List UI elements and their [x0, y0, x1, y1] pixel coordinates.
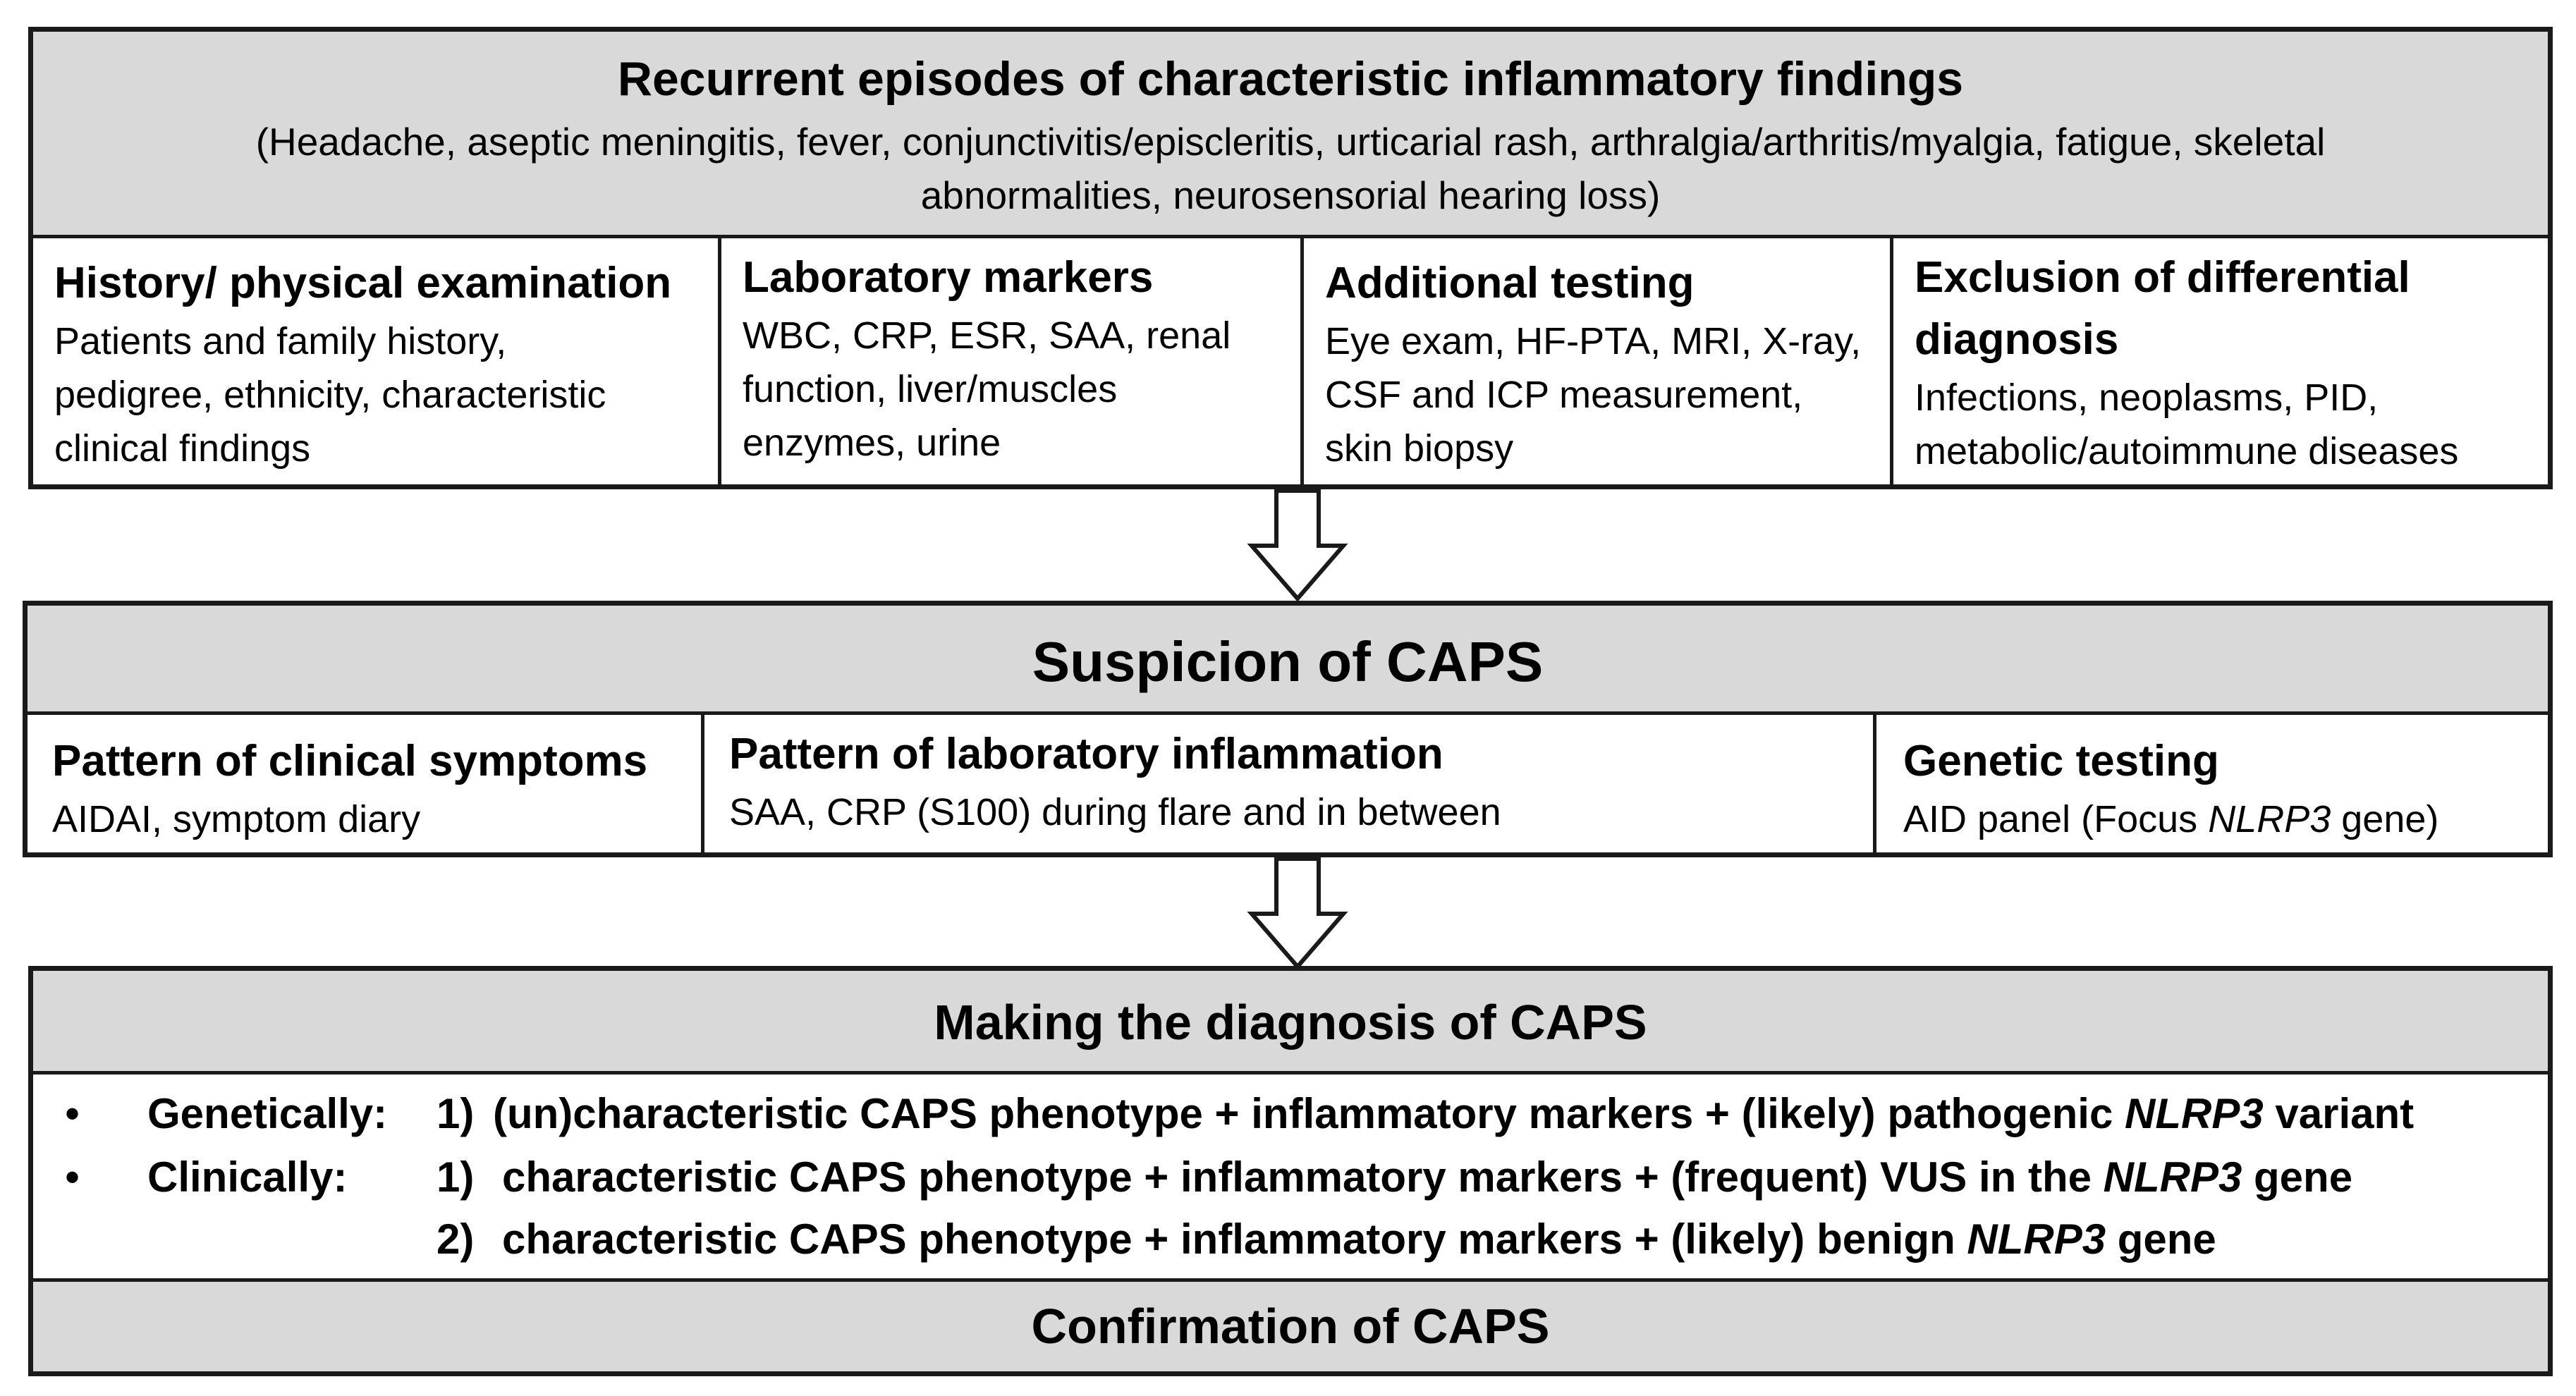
diagnosis-row-genetic: • Genetically: 1) (un)characteristic CAP…	[33, 1084, 2548, 1144]
suspicion-col-divider-2	[1873, 715, 1876, 852]
down-arrow-icon	[1247, 489, 1348, 602]
confirmation-title: Confirmation of CAPS	[1031, 1299, 1550, 1354]
suspicion-header: Suspicion of CAPS	[28, 606, 2548, 711]
clinical-criterion-2-text: characteristic CAPS phenotype + inflamma…	[502, 1216, 2216, 1263]
findings-box: Recurrent episodes of characteristic inf…	[28, 27, 2553, 489]
diagnosis-row-clinical-1: • Clinically: 1) characteristic CAPS phe…	[33, 1147, 2548, 1208]
additional-testing-title: Additional testing	[1325, 259, 1695, 307]
lab-pattern-cell: Pattern of laboratory inflammation SAA, …	[704, 715, 1873, 852]
nlrp3-gene-name: NLRP3	[2103, 1153, 2242, 1201]
diagnosis-header: Making the diagnosis of CAPS	[33, 971, 2548, 1071]
clinical-pattern-cell: Pattern of clinical symptoms AIDAI, symp…	[28, 715, 701, 852]
additional-testing-line-1: Eye exam, HF-PTA, MRI, X-ray,	[1325, 320, 1862, 362]
history-cell: History/ physical examination Patients a…	[33, 238, 718, 484]
nlrp3-gene-name: NLRP3	[1967, 1216, 2106, 1263]
exclusion-line-1: Infections, neoplasms, PID,	[1915, 376, 2379, 419]
history-line-2: pedigree, ethnicity, characteristic	[54, 374, 606, 416]
findings-col-divider-1	[718, 238, 721, 484]
clinical-pattern-title: Pattern of clinical symptoms	[52, 737, 648, 785]
suspicion-box: Suspicion of CAPS Pattern of clinical sy…	[23, 601, 2553, 857]
genetic-testing-text: AID panel (Focus NLRP3 gene)	[1903, 798, 2439, 840]
confirmation-divider	[33, 1278, 2548, 1282]
history-title: History/ physical examination	[54, 259, 672, 307]
lab-pattern-text: SAA, CRP (S100) during flare and in betw…	[729, 791, 1501, 833]
diagnosis-row-clinical-2: 2) characteristic CAPS phenotype + infla…	[33, 1209, 2548, 1270]
lab-pattern-title: Pattern of laboratory inflammation	[729, 730, 1443, 778]
suspicion-divider	[28, 711, 2548, 715]
nlrp3-gene-name: NLRP3	[2125, 1090, 2264, 1137]
exclusion-cell: Exclusion of differential diagnosis Infe…	[1893, 238, 2548, 484]
genetic-criterion-number: 1)	[437, 1090, 475, 1137]
lab-markers-line-2: function, liver/muscles	[743, 368, 1118, 410]
clinical-criterion-1-text: characteristic CAPS phenotype + inflamma…	[502, 1153, 2353, 1201]
down-arrow-icon	[1247, 857, 1348, 970]
lab-markers-line-1: WBC, CRP, ESR, SAA, renal	[743, 314, 1231, 357]
lab-markers-title: Laboratory markers	[743, 253, 1154, 302]
additional-testing-line-3: skin biopsy	[1325, 427, 1514, 470]
genetic-testing-cell: Genetic testing AID panel (Focus NLRP3 g…	[1876, 715, 2548, 852]
clinically-label: Clinically:	[147, 1153, 348, 1201]
lab-markers-cell: Laboratory markers WBC, CRP, ESR, SAA, r…	[721, 238, 1300, 484]
suspicion-col-divider-1	[701, 715, 704, 852]
history-line-1: Patients and family history,	[54, 320, 507, 362]
nlrp3-gene-name: NLRP3	[2208, 798, 2331, 840]
findings-title: Recurrent episodes of characteristic inf…	[617, 52, 1964, 106]
genetic-criterion-text: (un)characteristic CAPS phenotype + infl…	[493, 1090, 2415, 1137]
genetic-testing-title: Genetic testing	[1903, 737, 2219, 785]
exclusion-title-line1: Exclusion of differential	[1915, 253, 2410, 302]
findings-subtitle-line1: (Headache, aseptic meningitis, fever, co…	[255, 120, 2326, 164]
exclusion-title-line2: diagnosis	[1915, 315, 2119, 364]
clinical-pattern-text: AIDAI, symptom diary	[52, 798, 421, 840]
lab-markers-line-3: enzymes, urine	[743, 422, 1001, 464]
genetically-label: Genetically:	[147, 1090, 388, 1137]
bullet: •	[65, 1090, 80, 1137]
additional-testing-line-2: CSF and ICP measurement,	[1325, 374, 1803, 416]
bullet: •	[65, 1153, 80, 1201]
suspicion-title: Suspicion of CAPS	[1032, 630, 1544, 693]
findings-col-divider-3	[1890, 238, 1893, 484]
findings-divider	[33, 235, 2548, 238]
diagnosis-divider	[33, 1071, 2548, 1074]
confirmation-footer: Confirmation of CAPS	[33, 1282, 2548, 1371]
clinical-criterion-1-number: 1)	[437, 1153, 475, 1201]
additional-testing-cell: Additional testing Eye exam, HF-PTA, MRI…	[1304, 238, 1890, 484]
findings-header: Recurrent episodes of characteristic inf…	[33, 32, 2548, 235]
findings-subtitle-line2: abnormalities, neurosensorial hearing lo…	[920, 173, 1661, 217]
history-line-3: clinical findings	[54, 427, 311, 470]
findings-col-divider-2	[1300, 238, 1304, 484]
clinical-criterion-2-number: 2)	[437, 1216, 475, 1263]
exclusion-line-2: metabolic/autoimmune diseases	[1915, 430, 2459, 472]
diagnosis-box: Making the diagnosis of CAPS • Genetical…	[28, 966, 2553, 1376]
diagnosis-title: Making the diagnosis of CAPS	[934, 995, 1647, 1050]
